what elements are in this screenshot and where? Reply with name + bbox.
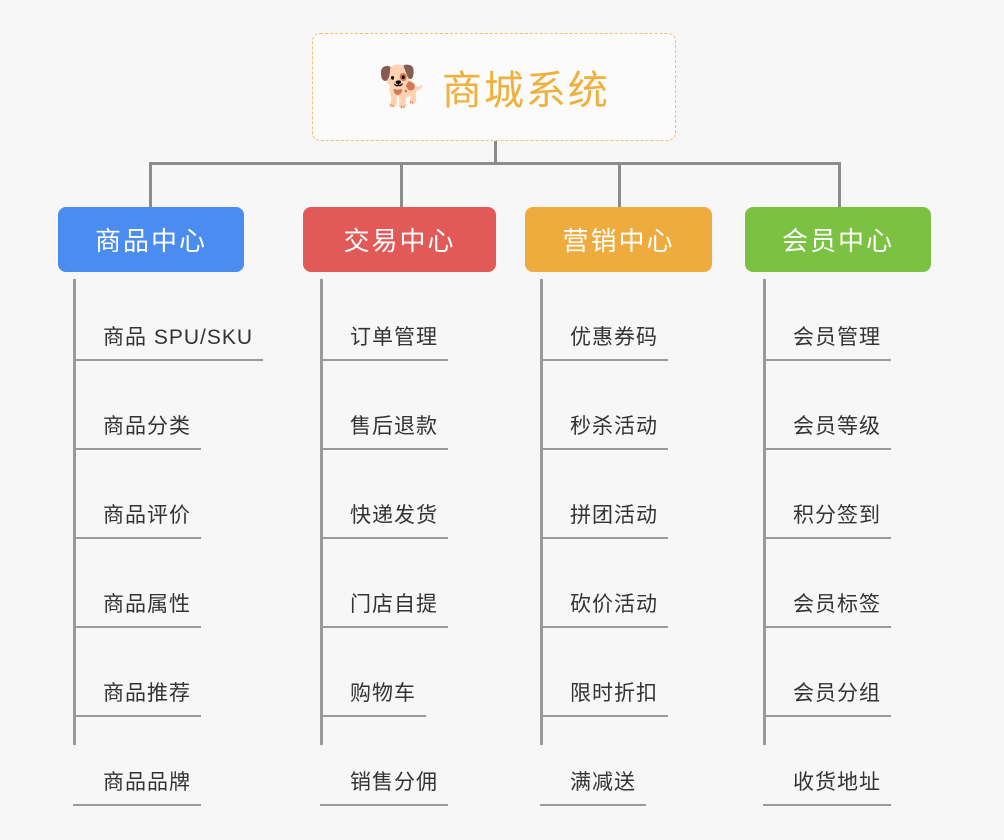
item-label: 砍价活动 [540,588,668,628]
connector-root-stem [494,141,497,165]
item-label: 满减送 [540,766,646,806]
item-label: 商品属性 [73,588,201,628]
item-label: 积分签到 [763,499,891,539]
list-item[interactable]: 秒杀活动 [540,361,668,450]
item-label: 订单管理 [320,321,448,361]
item-label: 会员管理 [763,321,891,361]
category-items-2: 订单管理 售后退款 快递发货 门店自提 购物车 销售分佣 [320,272,448,806]
item-label: 拼团活动 [540,499,668,539]
list-item[interactable]: 商品 SPU/SKU [73,272,264,361]
column-spine-4 [763,279,766,745]
item-label: 商品评价 [73,499,201,539]
list-item[interactable]: 会员等级 [763,361,891,450]
category-items-1: 商品 SPU/SKU 商品分类 商品评价 商品属性 商品推荐 商品品牌 [73,272,264,806]
list-item[interactable]: 满减送 [540,717,668,806]
category-header-label: 营销中心 [562,226,675,256]
item-label: 商品 SPU/SKU [73,321,264,361]
item-label: 商品分类 [73,410,201,450]
item-label: 收货地址 [763,766,891,806]
list-item[interactable]: 商品评价 [73,450,263,539]
list-item[interactable]: 会员分组 [763,628,891,717]
category-header-3[interactable]: 营销中心 [525,207,712,272]
item-label: 商品品牌 [73,766,201,806]
list-item[interactable]: 限时折扣 [540,628,668,717]
category-header-4[interactable]: 会员中心 [745,207,931,272]
item-label: 销售分佣 [320,766,448,806]
list-item[interactable]: 售后退款 [320,361,448,450]
list-item[interactable]: 会员标签 [763,539,891,628]
root-node-shopping-mall-system[interactable]: 🐕 商城系统 [312,33,676,141]
list-item[interactable]: 订单管理 [320,272,448,361]
list-item[interactable]: 商品分类 [73,361,263,450]
list-item[interactable]: 购物车 [320,628,448,717]
list-item[interactable]: 积分签到 [763,450,891,539]
connector-horizontal-bus [149,162,841,165]
item-label: 优惠券码 [540,321,668,361]
category-items-4: 会员管理 会员等级 积分签到 会员标签 会员分组 收货地址 [763,272,891,806]
category-header-1[interactable]: 商品中心 [58,207,244,272]
column-spine-1 [73,279,76,745]
list-item[interactable]: 收货地址 [763,717,891,806]
list-item[interactable]: 优惠券码 [540,272,668,361]
category-items-3: 优惠券码 秒杀活动 拼团活动 砍价活动 限时折扣 满减送 [540,272,668,806]
item-label: 限时折扣 [540,677,668,717]
list-item[interactable]: 商品属性 [73,539,263,628]
dog-face-icon: 🐕 [378,65,428,109]
item-label: 秒杀活动 [540,410,668,450]
category-header-label: 交易中心 [343,226,456,256]
item-label: 会员标签 [763,588,891,628]
item-label: 售后退款 [320,410,448,450]
item-label: 商品推荐 [73,677,201,717]
connector-drop-1 [149,162,152,208]
list-item[interactable]: 销售分佣 [320,717,448,806]
item-label: 会员分组 [763,677,891,717]
category-header-label: 商品中心 [94,226,207,256]
category-header-2[interactable]: 交易中心 [303,207,496,272]
list-item[interactable]: 门店自提 [320,539,448,628]
item-label: 门店自提 [320,588,448,628]
connector-drop-3 [618,162,621,208]
item-label: 购物车 [320,677,426,717]
list-item[interactable]: 砍价活动 [540,539,668,628]
root-node-title: 商城系统 [441,69,610,113]
list-item[interactable]: 拼团活动 [540,450,668,539]
connector-drop-4 [838,162,841,208]
list-item[interactable]: 商品品牌 [73,717,263,806]
connector-drop-2 [400,162,403,208]
list-item[interactable]: 商品推荐 [73,628,263,717]
list-item[interactable]: 快递发货 [320,450,448,539]
list-item[interactable]: 会员管理 [763,272,891,361]
column-spine-2 [320,279,323,745]
category-header-label: 会员中心 [781,226,894,256]
item-label: 快递发货 [320,499,448,539]
column-spine-3 [540,279,543,745]
item-label: 会员等级 [763,410,891,450]
